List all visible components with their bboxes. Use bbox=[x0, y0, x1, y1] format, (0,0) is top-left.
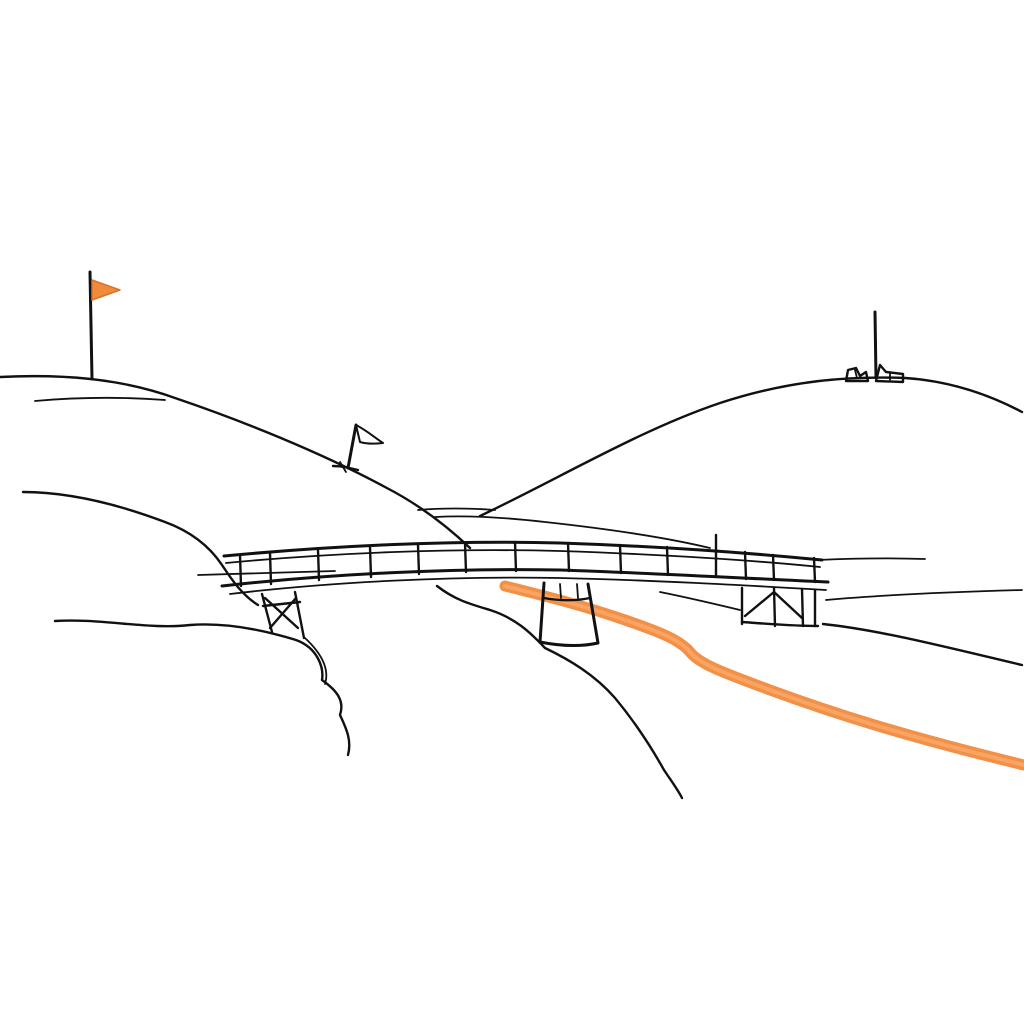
ravine-lines bbox=[53, 584, 684, 800]
wooden-bridge bbox=[197, 533, 830, 647]
orange-trail-highlight bbox=[503, 584, 1024, 767]
right-bridge-support bbox=[740, 586, 820, 628]
building-icon bbox=[844, 310, 905, 384]
center-pier bbox=[538, 581, 600, 647]
left-bridge-support bbox=[260, 590, 306, 640]
flag-icon bbox=[88, 270, 121, 381]
flag-icon bbox=[331, 423, 384, 473]
valley-lines bbox=[417, 507, 741, 611]
right-hill bbox=[478, 376, 1024, 667]
bridge-posts bbox=[238, 533, 817, 588]
